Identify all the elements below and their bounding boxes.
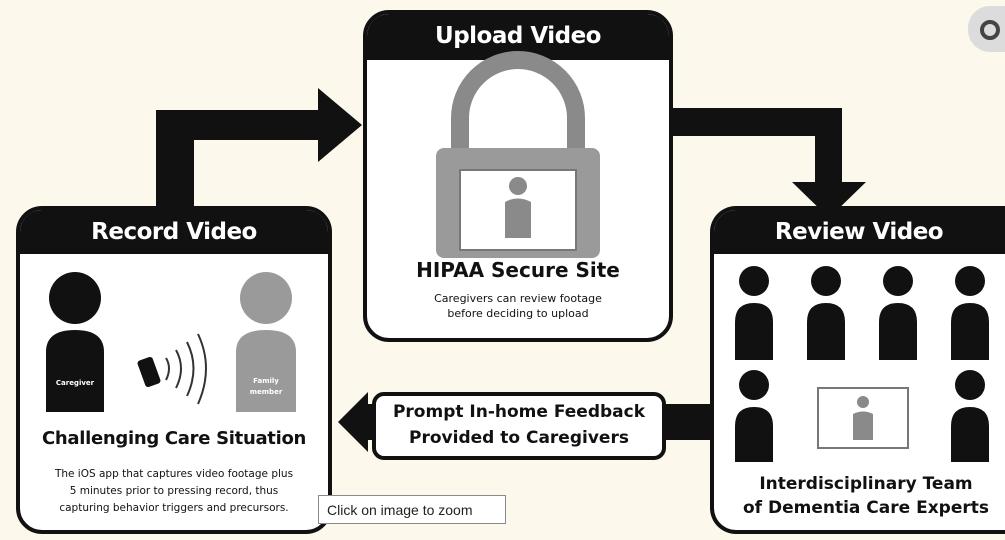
corner-control-button[interactable]	[968, 6, 1005, 52]
family-member-label-2: member	[249, 388, 283, 396]
hipaa-heading: HIPAA Secure Site	[416, 258, 620, 282]
record-video-title: Record Video	[20, 210, 328, 254]
feedback-line-2: Provided to Caregivers	[409, 428, 629, 448]
upload-caption-1: Caregivers can review footage	[434, 292, 602, 305]
upload-video-title: Upload Video	[367, 14, 669, 60]
record-caption-2: 5 minutes prior to pressing record, thus	[69, 485, 279, 497]
review-video-title: Review Video	[714, 210, 1005, 254]
feedback-box: Prompt In-home Feedback Provided to Care…	[372, 392, 666, 460]
circle-icon	[980, 20, 1000, 40]
review-heading-1: Interdisciplinary Team	[759, 474, 973, 494]
arrow-upload-to-review	[670, 108, 866, 218]
record-caption-3: capturing behavior triggers and precurso…	[59, 502, 289, 514]
upload-caption-2: before deciding to upload	[447, 307, 589, 320]
family-member-label-1: Family	[253, 377, 279, 385]
record-caption-1: The iOS app that captures video footage …	[54, 468, 294, 480]
review-heading-2: of Dementia Care Experts	[742, 498, 989, 518]
care-situation-heading: Challenging Care Situation	[41, 428, 307, 449]
arrow-record-to-upload	[156, 88, 362, 218]
zoom-tooltip[interactable]: Click on image to zoom	[318, 495, 506, 524]
caregiver-label: Caregiver	[55, 379, 95, 387]
feedback-line-1: Prompt In-home Feedback	[392, 402, 646, 422]
